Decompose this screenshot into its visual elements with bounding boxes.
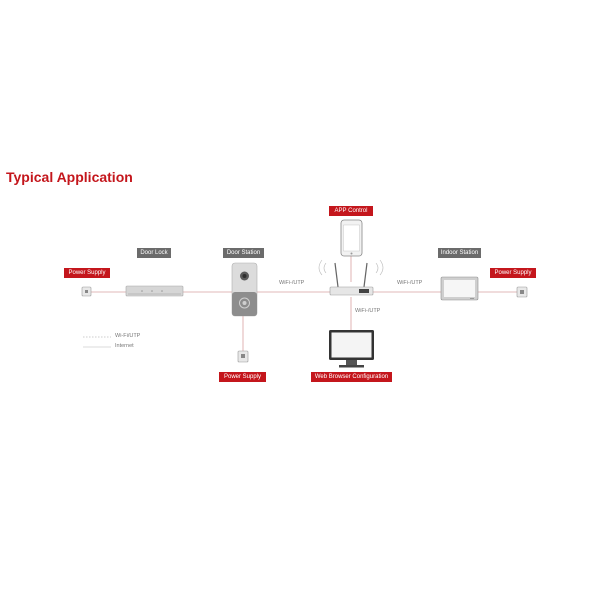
legend <box>83 336 111 348</box>
power-supply-left-tag: Power Supply <box>64 268 110 278</box>
router-icon <box>318 259 384 296</box>
power-plug-bottom-icon <box>237 350 249 363</box>
wifi-utp-right-label: WiFi-/UTP <box>397 280 423 286</box>
connection-lines <box>88 256 522 352</box>
power-plug-right-icon <box>516 286 528 298</box>
power-supply-right-tag: Power Supply <box>490 268 536 278</box>
page-title: Typical Application <box>6 169 133 185</box>
wifi-utp-down-label: WiFi-/UTP <box>355 308 381 314</box>
door-lock-tag: Door Lock <box>137 248 171 258</box>
smartphone-icon <box>340 219 363 257</box>
indoor-station-icon <box>440 276 479 301</box>
door-station-tag: Door Station <box>223 248 264 258</box>
door-lock-icon <box>125 285 184 297</box>
web-browser-tag: Web Browser Configuration <box>311 372 392 382</box>
app-control-tag: APP Control <box>329 206 373 216</box>
legend-wifi-label: Wi-Fi/UTP <box>115 333 141 339</box>
power-supply-bottom-tag: Power Supply <box>219 372 266 382</box>
power-plug-left-icon <box>81 286 92 297</box>
legend-internet-label: Internet <box>115 343 134 349</box>
monitor-icon <box>329 330 374 368</box>
wifi-utp-left-label: WiFi-/UTP <box>279 280 305 286</box>
door-station-icon <box>231 262 258 317</box>
indoor-station-tag: Indoor Station <box>438 248 481 258</box>
